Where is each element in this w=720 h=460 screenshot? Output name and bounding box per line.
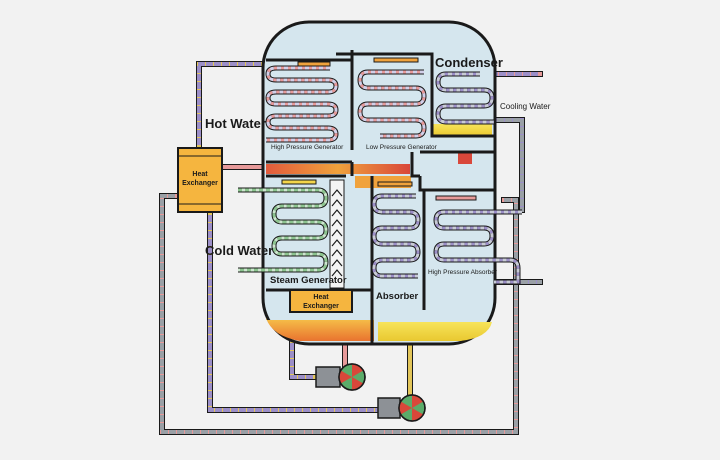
spray-nozzle-icon xyxy=(435,195,477,201)
condenser-liquid xyxy=(432,124,492,136)
hot-water-label: Hot Water xyxy=(205,116,266,131)
high-pressure-generator-coil xyxy=(265,65,339,143)
heat-exchanger-bottom-label-line2: Exchanger xyxy=(303,303,339,310)
steam-generator-liquid xyxy=(266,318,374,341)
spray-nozzle-icon xyxy=(281,179,317,185)
steam-chevron-icon xyxy=(329,179,345,289)
heat-exchanger-left-label-line1: Heat xyxy=(192,171,208,178)
high-pressure-absorber-label: High Pressure Absorber xyxy=(428,269,498,276)
spray-nozzle-icon xyxy=(377,181,413,187)
high-pressure-absorber-coil xyxy=(433,209,522,285)
heat-exchanger-bottom-label-line1: Heat xyxy=(313,294,329,301)
pump-icon xyxy=(315,363,366,391)
steam-generator-coil xyxy=(238,187,329,273)
high-pressure-generator-label: High Pressure Generator xyxy=(271,144,344,151)
spray-nozzle-icon xyxy=(297,61,331,67)
diagram-labels: Condenser Cooling Water Hot Water High P… xyxy=(205,55,551,302)
pump-icon xyxy=(377,394,426,422)
hot-layer xyxy=(266,164,410,174)
spray-nozzle-icon xyxy=(373,57,419,63)
cooling-water-label: Cooling Water xyxy=(500,102,551,111)
low-pressure-generator-coil xyxy=(357,69,427,139)
low-pressure-generator-label: Low Pressure Generator xyxy=(366,144,438,151)
condenser-label: Condenser xyxy=(435,55,503,70)
heat-exchanger-left-label-line2: Exchanger xyxy=(182,180,218,187)
pipe-cooling-water-link xyxy=(491,117,525,213)
steam-generator-label: Steam Generator xyxy=(270,275,347,286)
hpg-bottom-layer xyxy=(458,152,472,164)
absorber-liquid xyxy=(378,322,492,341)
internal-walls xyxy=(266,50,494,344)
cold-water-label: Cold Water xyxy=(205,243,273,258)
absorber-coil xyxy=(371,193,421,279)
absorber-label: Absorber xyxy=(376,291,419,302)
heat-exchanger-bottom: Heat Exchanger xyxy=(289,289,353,313)
condenser-coil xyxy=(435,71,495,125)
heat-exchanger-left: Heat Exchanger xyxy=(177,147,223,213)
